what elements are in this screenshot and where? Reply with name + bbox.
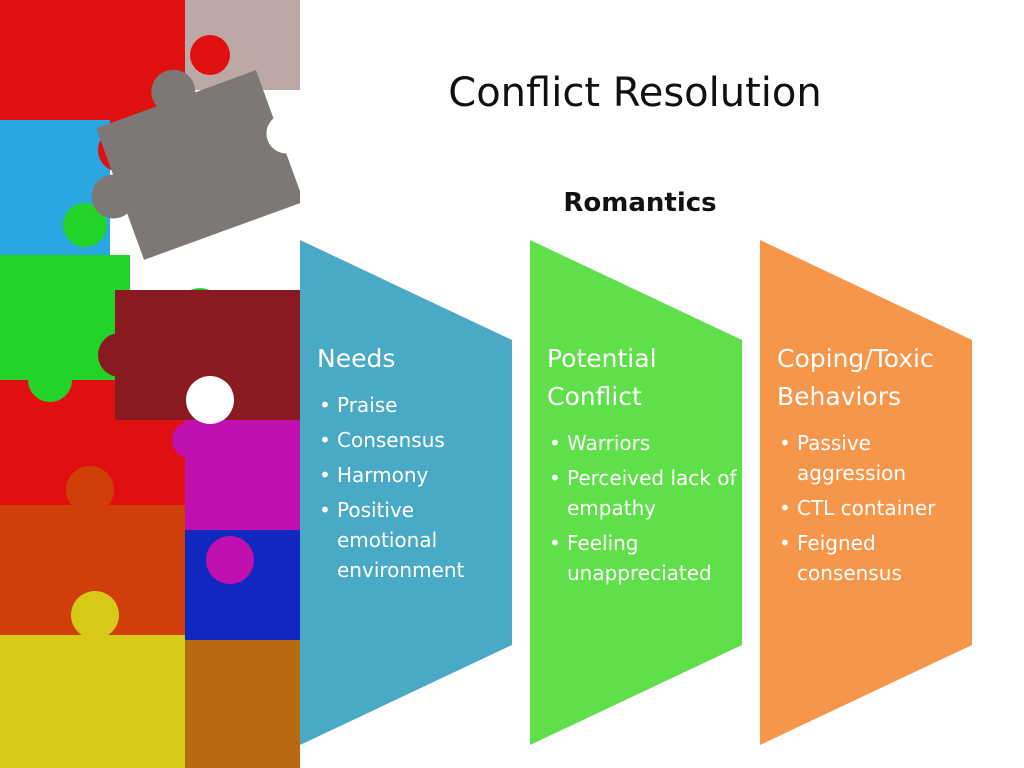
slide-subtitle: Romantics: [563, 188, 717, 218]
list-item: Perceived lack of empathy: [547, 463, 737, 523]
column-heading: Coping/Toxic Behaviors: [777, 344, 934, 411]
list-item: Consensus: [317, 425, 507, 455]
puzzle-pieces-image: [0, 0, 300, 768]
bullet-list: Praise Consensus Harmony Positive emotio…: [317, 390, 507, 585]
chevron-shape-needs: [300, 240, 512, 745]
column-heading: Needs: [317, 344, 396, 373]
list-item: Feigned consensus: [777, 528, 967, 588]
list-item: Praise: [317, 390, 507, 420]
column-coping-toxic-behaviors: Coping/Toxic Behaviors Passive aggressio…: [760, 240, 972, 745]
bullet-list: Warriors Perceived lack of empathy Feeli…: [547, 428, 737, 588]
column-potential-conflict: Potential Conflict Warriors Perceived la…: [530, 240, 742, 745]
list-item: Feeling unappreciated: [547, 528, 737, 588]
list-item: Warriors: [547, 428, 737, 458]
list-item: Passive aggression: [777, 428, 967, 488]
column-heading: Potential Conflict: [547, 344, 657, 411]
list-item: CTL container: [777, 493, 967, 523]
bullet-list: Passive aggression CTL container Feigned…: [777, 428, 967, 588]
list-item: Positive emotional environment: [317, 495, 507, 585]
column-needs: Needs Praise Consensus Harmony Positive …: [300, 240, 512, 745]
list-item: Harmony: [317, 460, 507, 490]
slide-title: Conflict Resolution: [448, 70, 822, 116]
